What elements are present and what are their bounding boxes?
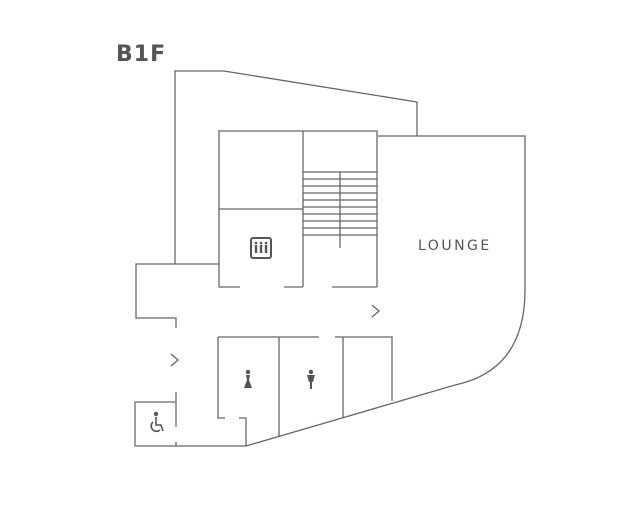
floor-label: B1F <box>116 42 167 67</box>
restroom-walls <box>217 336 393 446</box>
lounge-wall <box>134 135 526 447</box>
elevator-icon <box>250 237 272 259</box>
direction-arrow-icon <box>371 304 380 318</box>
left-wing-wall <box>135 263 219 446</box>
outer-wall <box>174 70 418 264</box>
room-label-lounge: LOUNGE <box>418 238 492 254</box>
womens-restroom-icon <box>244 369 252 388</box>
mens-restroom-icon <box>307 369 315 389</box>
core-walls <box>218 130 378 288</box>
direction-arrow-icon <box>170 353 179 367</box>
wheelchair-accessible-icon <box>150 411 164 433</box>
stairs <box>303 171 377 248</box>
